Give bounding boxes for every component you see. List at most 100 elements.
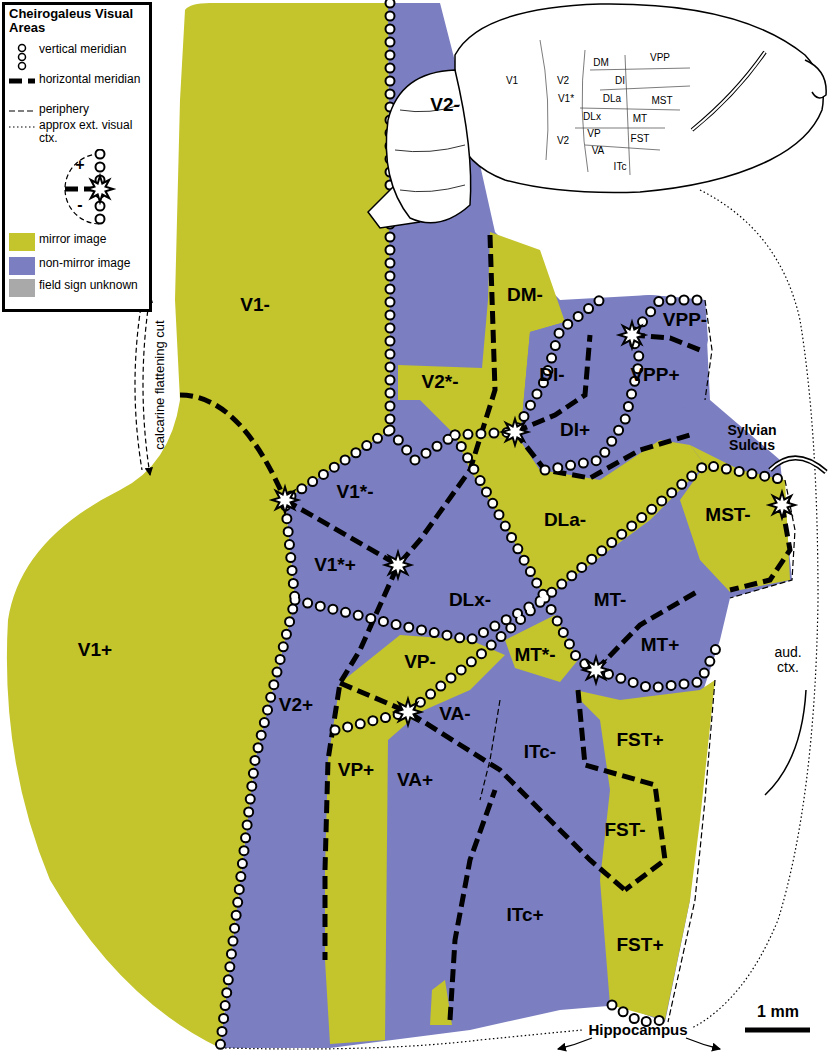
inset-area-label: V2 [557,75,569,86]
map-label: Sylvian Sulcus [721,423,783,454]
inset-area-label: VA [592,145,605,156]
area-label: FST- [604,820,645,841]
map-label: calcarine flattening cut [153,320,167,449]
meridian-stars [272,322,795,725]
area-label: ITc+ [506,905,543,926]
cerebellum-folia [395,105,465,192]
legend-text: field sign unknown [39,279,147,292]
scale-bar [745,1028,810,1033]
legend-text: horizontal meridian [39,73,147,86]
cerebellum-outline [386,70,470,223]
inset-sulcus [692,52,765,130]
horizontal-meridian [578,690,665,890]
horizontal-meridian [325,235,495,960]
vertical-meridian-outline [335,598,545,730]
brain-inset [368,4,826,228]
vm-dot [19,54,26,61]
horizontal-meridian [180,395,285,500]
hippocampus-arrow [558,1038,592,1049]
inset-area-label: V1* [558,93,574,104]
meridian-stars [502,419,528,445]
area-label: DI- [539,365,564,386]
legend-text: vertical meridian [39,43,147,56]
visual-cortex-boundary [225,1030,582,1049]
auditory-boundary [765,690,806,795]
vertical-meridian-outline [455,300,600,435]
legend-text: mirror image [39,233,147,246]
inset-area-label: ITc [614,161,627,172]
periphery-line [730,480,795,598]
legend-swatch [9,257,35,275]
area-label: MT*- [514,645,555,666]
legend-box: Cheirogaleus Visual Areas vertical meridi… [2,2,152,312]
vertical-meridian-outline [295,598,545,640]
legend-swatch [9,233,35,251]
inset-sulcus [692,52,765,130]
area-label: V2- [430,95,460,116]
vertical-meridian-fill [612,1005,665,1022]
inset-area-label: DM [593,57,609,68]
meridian-stars [769,492,795,518]
area-label: MT+ [641,635,680,656]
vertical-meridian-outline [545,598,720,688]
inset-area-label: V1 [506,75,518,86]
legend-sample [7,73,37,101]
map-label: aud. ctx. [767,645,809,676]
key-star [87,176,113,202]
vertical-meridian-fill [390,430,455,460]
area-label: VPP- [663,310,707,331]
legend-item: approx ext. visual ctx. [5,119,149,145]
visual-cortex-boundary [692,190,818,1028]
inset-area-label: DLa [603,93,621,104]
area-label: ITc- [524,742,556,763]
vertical-meridian-fill [545,598,720,688]
area-label: VP- [404,652,436,673]
area-label: DM- [507,285,543,306]
meridian-stars [583,657,609,683]
legend-text: periphery [39,103,147,116]
meridian-stars [385,552,411,578]
legend-title: Cheirogaleus Visual Areas [9,7,145,36]
periphery-line [705,300,712,400]
vertical-meridian-outline [220,3,390,1048]
legend-text: non-mirror image [39,257,147,270]
legend-item: vertical meridian [5,43,149,56]
legend-item: mirror image [5,233,149,246]
landmarks [135,190,826,1049]
legend-item: non-mirror image [5,257,149,270]
inset-area-borders [540,40,690,175]
legend-line [9,79,35,84]
legend-line [9,126,35,127]
mirror-region [575,680,715,1020]
meridian-stars [619,322,645,348]
inset-area-label: FST [631,133,650,144]
periphery-line [480,700,500,800]
meridian-stars [395,699,421,725]
horizontal-meridians [180,235,790,1020]
area-label: VP+ [338,760,374,781]
inset-area-label: V2 [557,135,569,146]
vertical-meridian-outline [612,1005,665,1022]
hippocampus-arrow [686,1038,720,1049]
horizontal-meridian [596,590,700,670]
vertical-meridian-fill [220,3,390,1048]
inset-area-label: DLx [583,111,601,122]
horizontal-meridian [632,335,700,350]
area-label: DLx- [449,590,491,611]
legend-sample [7,43,37,71]
area-label: FST+ [617,935,664,956]
periphery-line [668,680,715,1022]
legend-item: periphery [5,103,149,116]
meridian-stars [272,487,298,513]
area-label: VA+ [397,770,433,791]
legend-line [9,110,35,111]
field-sign-key [5,149,149,229]
area-label: V2*- [422,372,459,393]
vertical-meridian-fill [545,300,700,470]
flattening-cut [135,300,142,470]
map-label: Hippocampus [588,1022,687,1039]
area-label: DI+ [560,420,590,441]
area-label: VPP+ [630,365,679,386]
horizontal-meridian [450,790,495,1020]
area-label: V1+ [78,640,112,661]
